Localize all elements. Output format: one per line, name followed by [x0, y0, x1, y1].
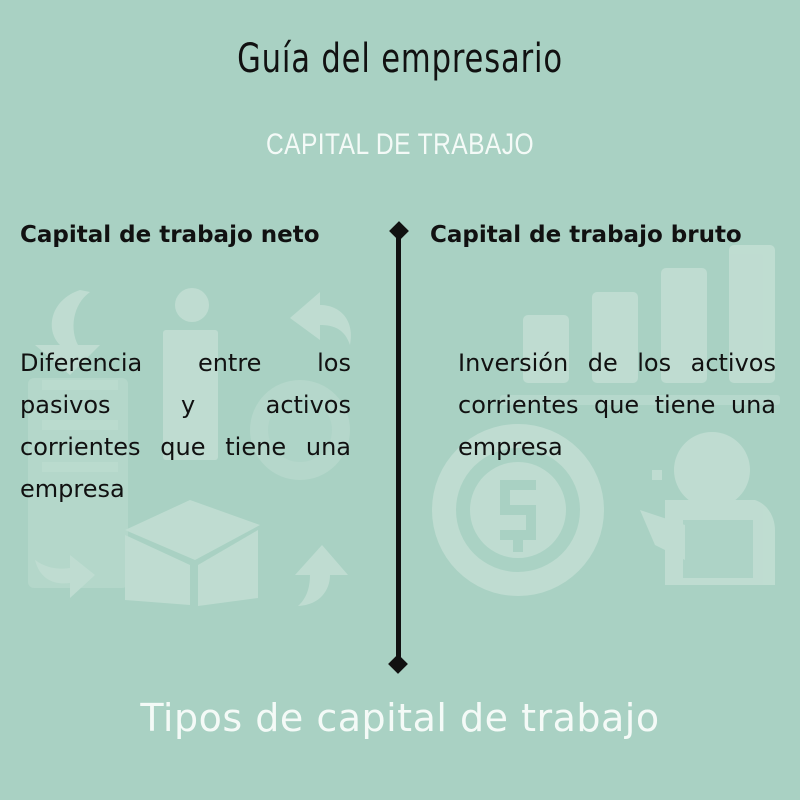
timeline-divider [396, 232, 401, 666]
footer-title: Tipos de capital de trabajo [140, 696, 660, 740]
arrow-right-icon [35, 555, 95, 598]
page-subtitle: CAPITAL DE TRABAJO [265, 128, 535, 161]
bar-chart-icon [500, 245, 780, 405]
dollar-coin-icon [432, 424, 604, 596]
document-list-icon [28, 378, 128, 588]
description-net-working-capital: Diferencia entre los pasivos y activos c… [20, 349, 351, 503]
arrow-down-icon [35, 290, 100, 375]
heading-net-working-capital: Capital de trabajo neto [20, 222, 320, 248]
person-reading-icon [640, 432, 775, 585]
arrow-up-icon [295, 545, 348, 606]
description-gross-working-capital: Inversión de los activos corrientes que … [458, 349, 776, 461]
arrow-back-icon [290, 292, 351, 345]
box-icon [125, 500, 260, 606]
heading-gross-working-capital: Capital de trabajo bruto [430, 222, 742, 248]
currency-coin-icon [250, 380, 350, 480]
page-title: Guía del empresario [237, 36, 563, 82]
person-icon [163, 288, 218, 460]
